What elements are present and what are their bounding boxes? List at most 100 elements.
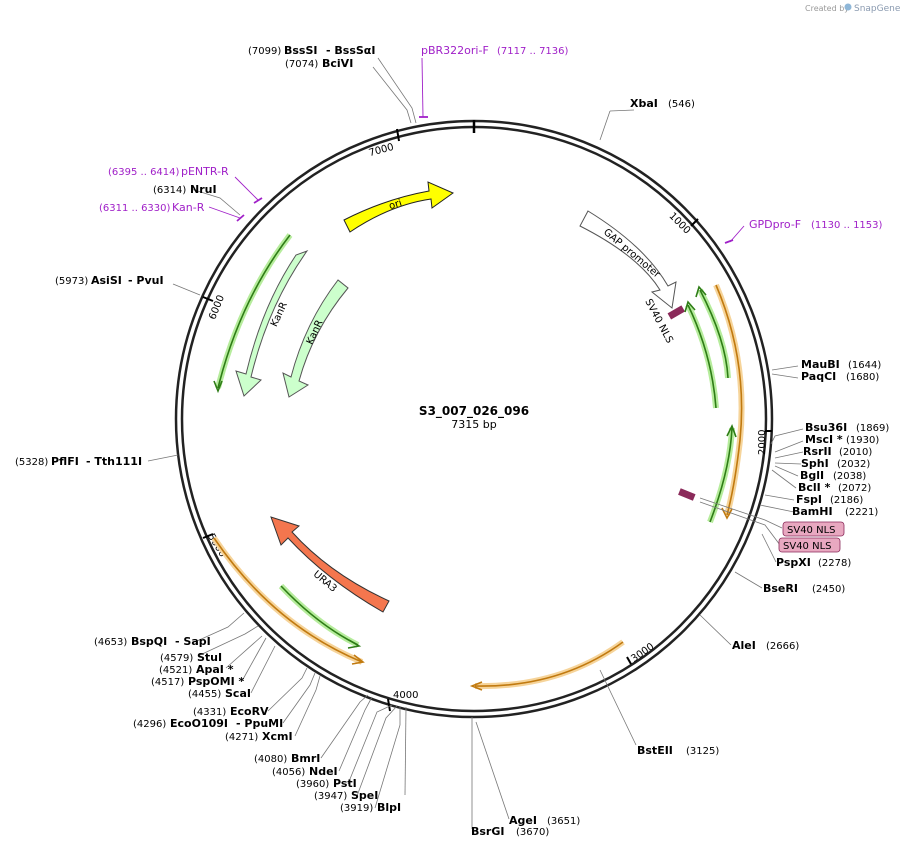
msci-pos: (1930) <box>846 435 879 446</box>
ecoo109i-label: EcoO109I <box>170 717 228 730</box>
sphi-pos: (2032) <box>837 459 870 470</box>
feature-gap-promoter: GAP promoter <box>579 210 677 309</box>
fspi-label: FspI <box>796 493 822 506</box>
msci-label: MscI * <box>805 433 843 446</box>
orf-bottom-orange-arrowhead <box>469 681 483 691</box>
svg-text:2000: 2000 <box>757 430 768 455</box>
bseri-label: BseRI <box>763 582 798 595</box>
alei-pos: (2666) <box>766 641 799 652</box>
sv40-nls-box-2-label: SV40 NLS <box>783 541 832 552</box>
asisi-pos: (5973) <box>55 276 88 287</box>
kan-r-label: Kan-R <box>172 201 205 214</box>
bseri-pos: (2450) <box>812 584 845 595</box>
paqci-label: PaqCI <box>801 370 836 383</box>
bmri-pos: (4080) <box>254 754 287 765</box>
asisi-label: AsiSI <box>91 274 122 287</box>
gpdpro-f-pos: (1130 .. 1153) <box>811 220 883 231</box>
bsrgi-label: BsrGI <box>471 825 504 838</box>
spei-label: SpeI <box>351 789 378 802</box>
feature-ori: ori <box>343 181 455 233</box>
tick-6000: 6000 <box>202 294 227 322</box>
svg-text:3000: 3000 <box>629 641 656 665</box>
orf-right-3 <box>709 427 733 523</box>
orf-right-1 <box>699 289 729 379</box>
orf-right-orange <box>715 284 743 516</box>
ecoo109i-pos: (4296) <box>133 719 166 730</box>
orf-bottom-left-orange-arrowhead <box>351 654 365 665</box>
bcli-pos: (2072) <box>838 483 871 494</box>
pentr-r-label: pENTR-R <box>181 165 229 178</box>
bsu36i-label: Bsu36I <box>805 421 847 434</box>
rsrii-pos: (2010) <box>839 447 872 458</box>
svg-text:6000: 6000 <box>207 294 227 322</box>
bsssi-pos: (7099) <box>248 46 281 57</box>
ppumi-label: - PpuMI <box>236 717 283 730</box>
bsrgi-pos: (3670) <box>516 827 549 838</box>
pflfi-label: PflFI <box>51 455 79 468</box>
pvui-label: - PvuI <box>128 274 164 287</box>
svg-text:1000: 1000 <box>667 211 693 237</box>
orf-right-1-arrowhead <box>695 285 707 298</box>
sv40-nls-box-1-label: SV40 NLS <box>787 525 836 536</box>
bsssi-label: BssSI <box>284 44 318 57</box>
agei-label: AgeI <box>509 814 537 827</box>
sv40-nls-box-1 <box>782 521 845 537</box>
tick-4000: 4000 <box>387 690 418 712</box>
nrui-label: NruI <box>190 183 217 196</box>
bsu36i-pos: (1869) <box>856 423 889 434</box>
tth111i-label: - Tth111I <box>86 455 142 468</box>
orf-bottom-left-orange <box>213 537 363 663</box>
pbr322ori-f-label: pBR322ori-F <box>421 44 489 57</box>
sapi-label: - SapI <box>175 635 211 648</box>
paqci-pos: (1680) <box>846 372 879 383</box>
plasmid-size: 7315 bp <box>451 418 496 431</box>
ndei-label: NdeI <box>309 765 338 778</box>
bsppqi-pos: (4653) <box>94 637 127 648</box>
nrui-pos: (6314) <box>153 185 186 196</box>
gap-label: GAP promoter <box>601 227 663 281</box>
tick-2000: 2000 <box>757 430 772 455</box>
orf-bottom-left-green-glow <box>278 583 360 648</box>
ecorv-pos: (4331) <box>193 707 226 718</box>
stui-pos: (4579) <box>160 653 193 664</box>
enzyme-labels: (7099) BssSI - BssSαI (7074) BciVI XbaI … <box>15 44 889 838</box>
pspxi-label: PspXI <box>776 556 811 569</box>
psti-label: PstI <box>333 777 357 790</box>
orf-bottom-orange-glow <box>474 639 625 690</box>
bcivi-label: BciVI <box>322 57 353 70</box>
apai-label: ApaI * <box>196 663 234 676</box>
fspi-pos: (2186) <box>830 495 863 506</box>
spei-pos: (3947) <box>314 791 347 802</box>
bamhi-label: BamHI <box>792 505 833 518</box>
brand-text: SnapGene <box>854 4 901 14</box>
snapgene-logo-icon <box>844 3 852 11</box>
alei-label: AleI <box>732 639 756 652</box>
pspomi-label: PspOMI * <box>188 675 245 688</box>
pspomi-pos: (4517) <box>151 677 184 688</box>
ecorv-label: EcoRV <box>230 705 269 718</box>
primer-leaders <box>208 57 745 244</box>
stui-label: StuI <box>197 651 222 664</box>
scai-pos: (4455) <box>188 689 221 700</box>
psti-pos: (3960) <box>296 779 329 790</box>
orf-left <box>217 234 291 389</box>
orf-right-2 <box>687 304 717 409</box>
svg-text:4000: 4000 <box>393 690 418 701</box>
leader-lines <box>147 57 804 829</box>
bgli-label: BglI <box>800 469 824 482</box>
bamhi-pos: (2221) <box>845 507 878 518</box>
blpi-pos: (3919) <box>340 803 373 814</box>
orf-bottom-orange <box>474 641 624 687</box>
bsteii-label: BstEII <box>637 744 673 757</box>
kan-r-pos: (6311 .. 6330) <box>99 203 171 214</box>
xcmi-label: XcmI <box>262 730 293 743</box>
feature-sv40-nls-top: SV40 NLS <box>642 297 685 345</box>
orf-right-orange-arrowhead <box>721 507 733 520</box>
bsssai-label: - BssSαI <box>326 44 375 57</box>
orf-left-arrowhead <box>213 380 223 394</box>
sv40-nls-marker <box>678 488 696 501</box>
pbr322ori-f-pos: (7117 .. 7136) <box>497 46 569 57</box>
pspxi-pos: (2278) <box>818 558 851 569</box>
bgli-pos: (2038) <box>833 471 866 482</box>
